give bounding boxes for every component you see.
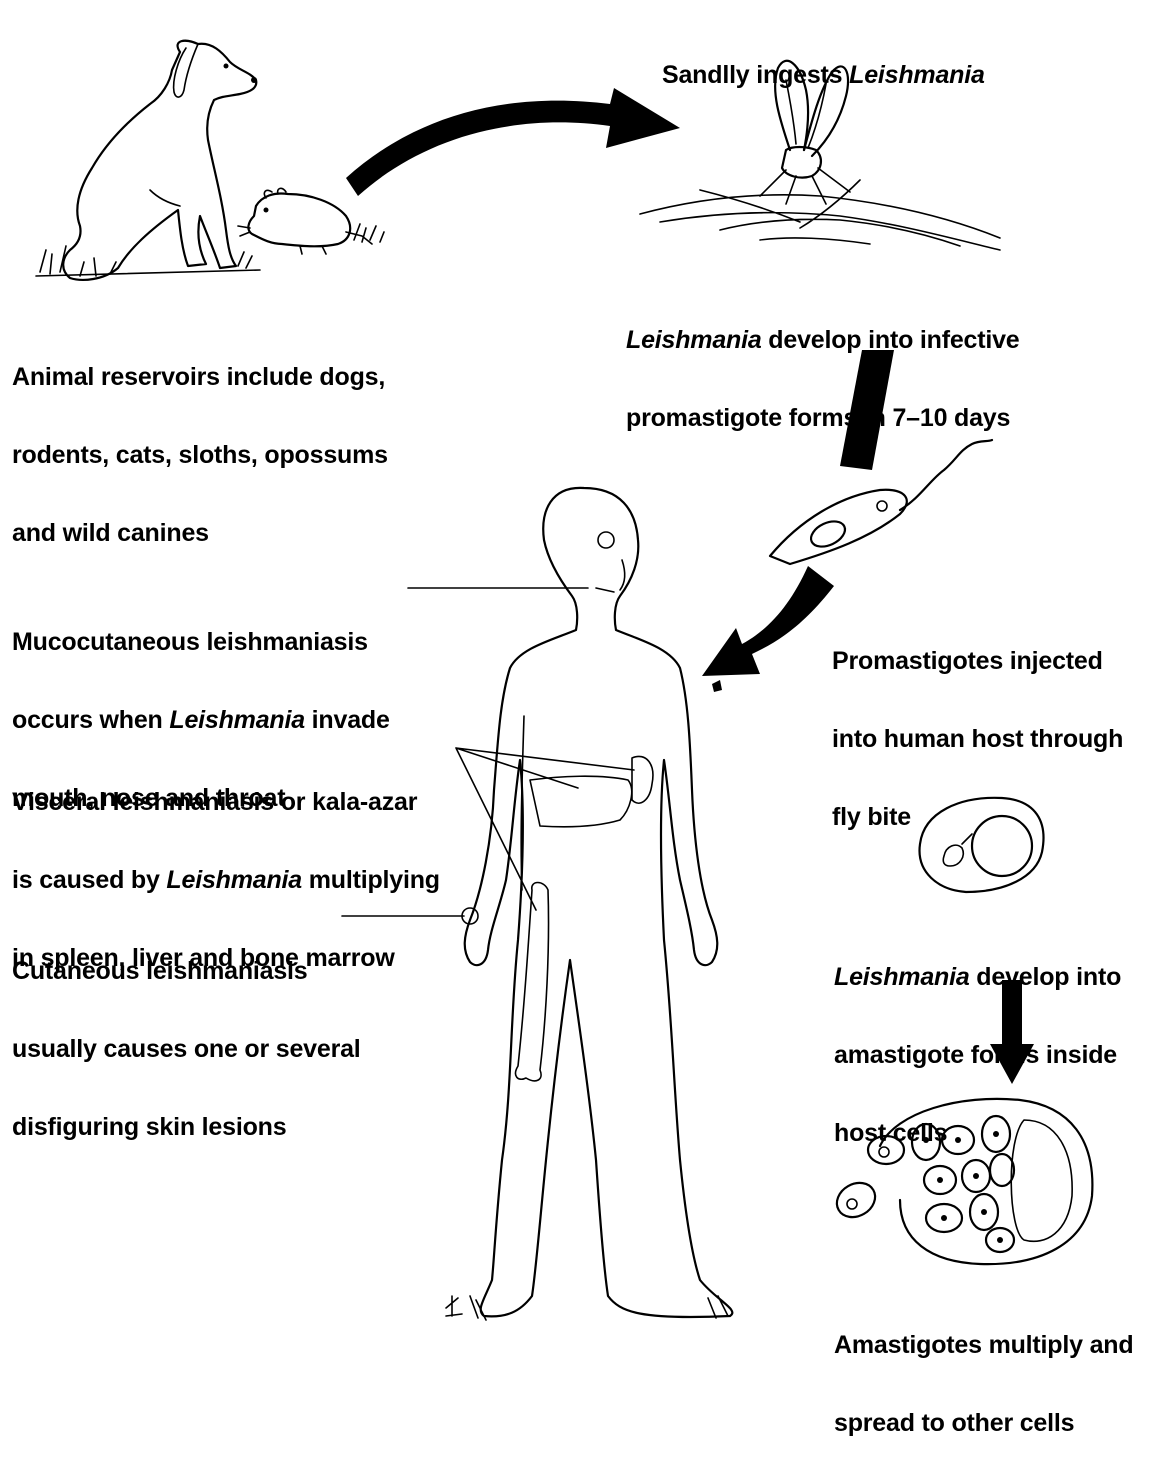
arrow-reservoir-to-sandfly (346, 88, 680, 196)
promastigote-icon (770, 440, 992, 564)
artist-mark (446, 1296, 462, 1316)
rodent-icon (238, 188, 384, 254)
label-promastigotes-injected: Promastigotes injected into human host t… (832, 596, 1123, 856)
label-amastigotes-multiply: Amastigotes multiply and spread to other… (834, 1280, 1133, 1462)
arrow-promastigote-to-human (702, 566, 834, 676)
label-sandfly-ingests: Sandlly ingests Leishmania (662, 10, 985, 114)
dog-icon (36, 41, 260, 280)
label-cutaneous: Cutaneous leishmaniasis usually causes o… (12, 906, 361, 1166)
label-promastigote-development: Leishmania develop into infective promas… (626, 275, 1020, 457)
label-animal-reservoirs: Animal reservoirs include dogs, rodents,… (12, 312, 388, 572)
human-body-icon (462, 488, 732, 1320)
label-amastigote-development: Leishmania develop into amastigote forms… (834, 912, 1121, 1172)
